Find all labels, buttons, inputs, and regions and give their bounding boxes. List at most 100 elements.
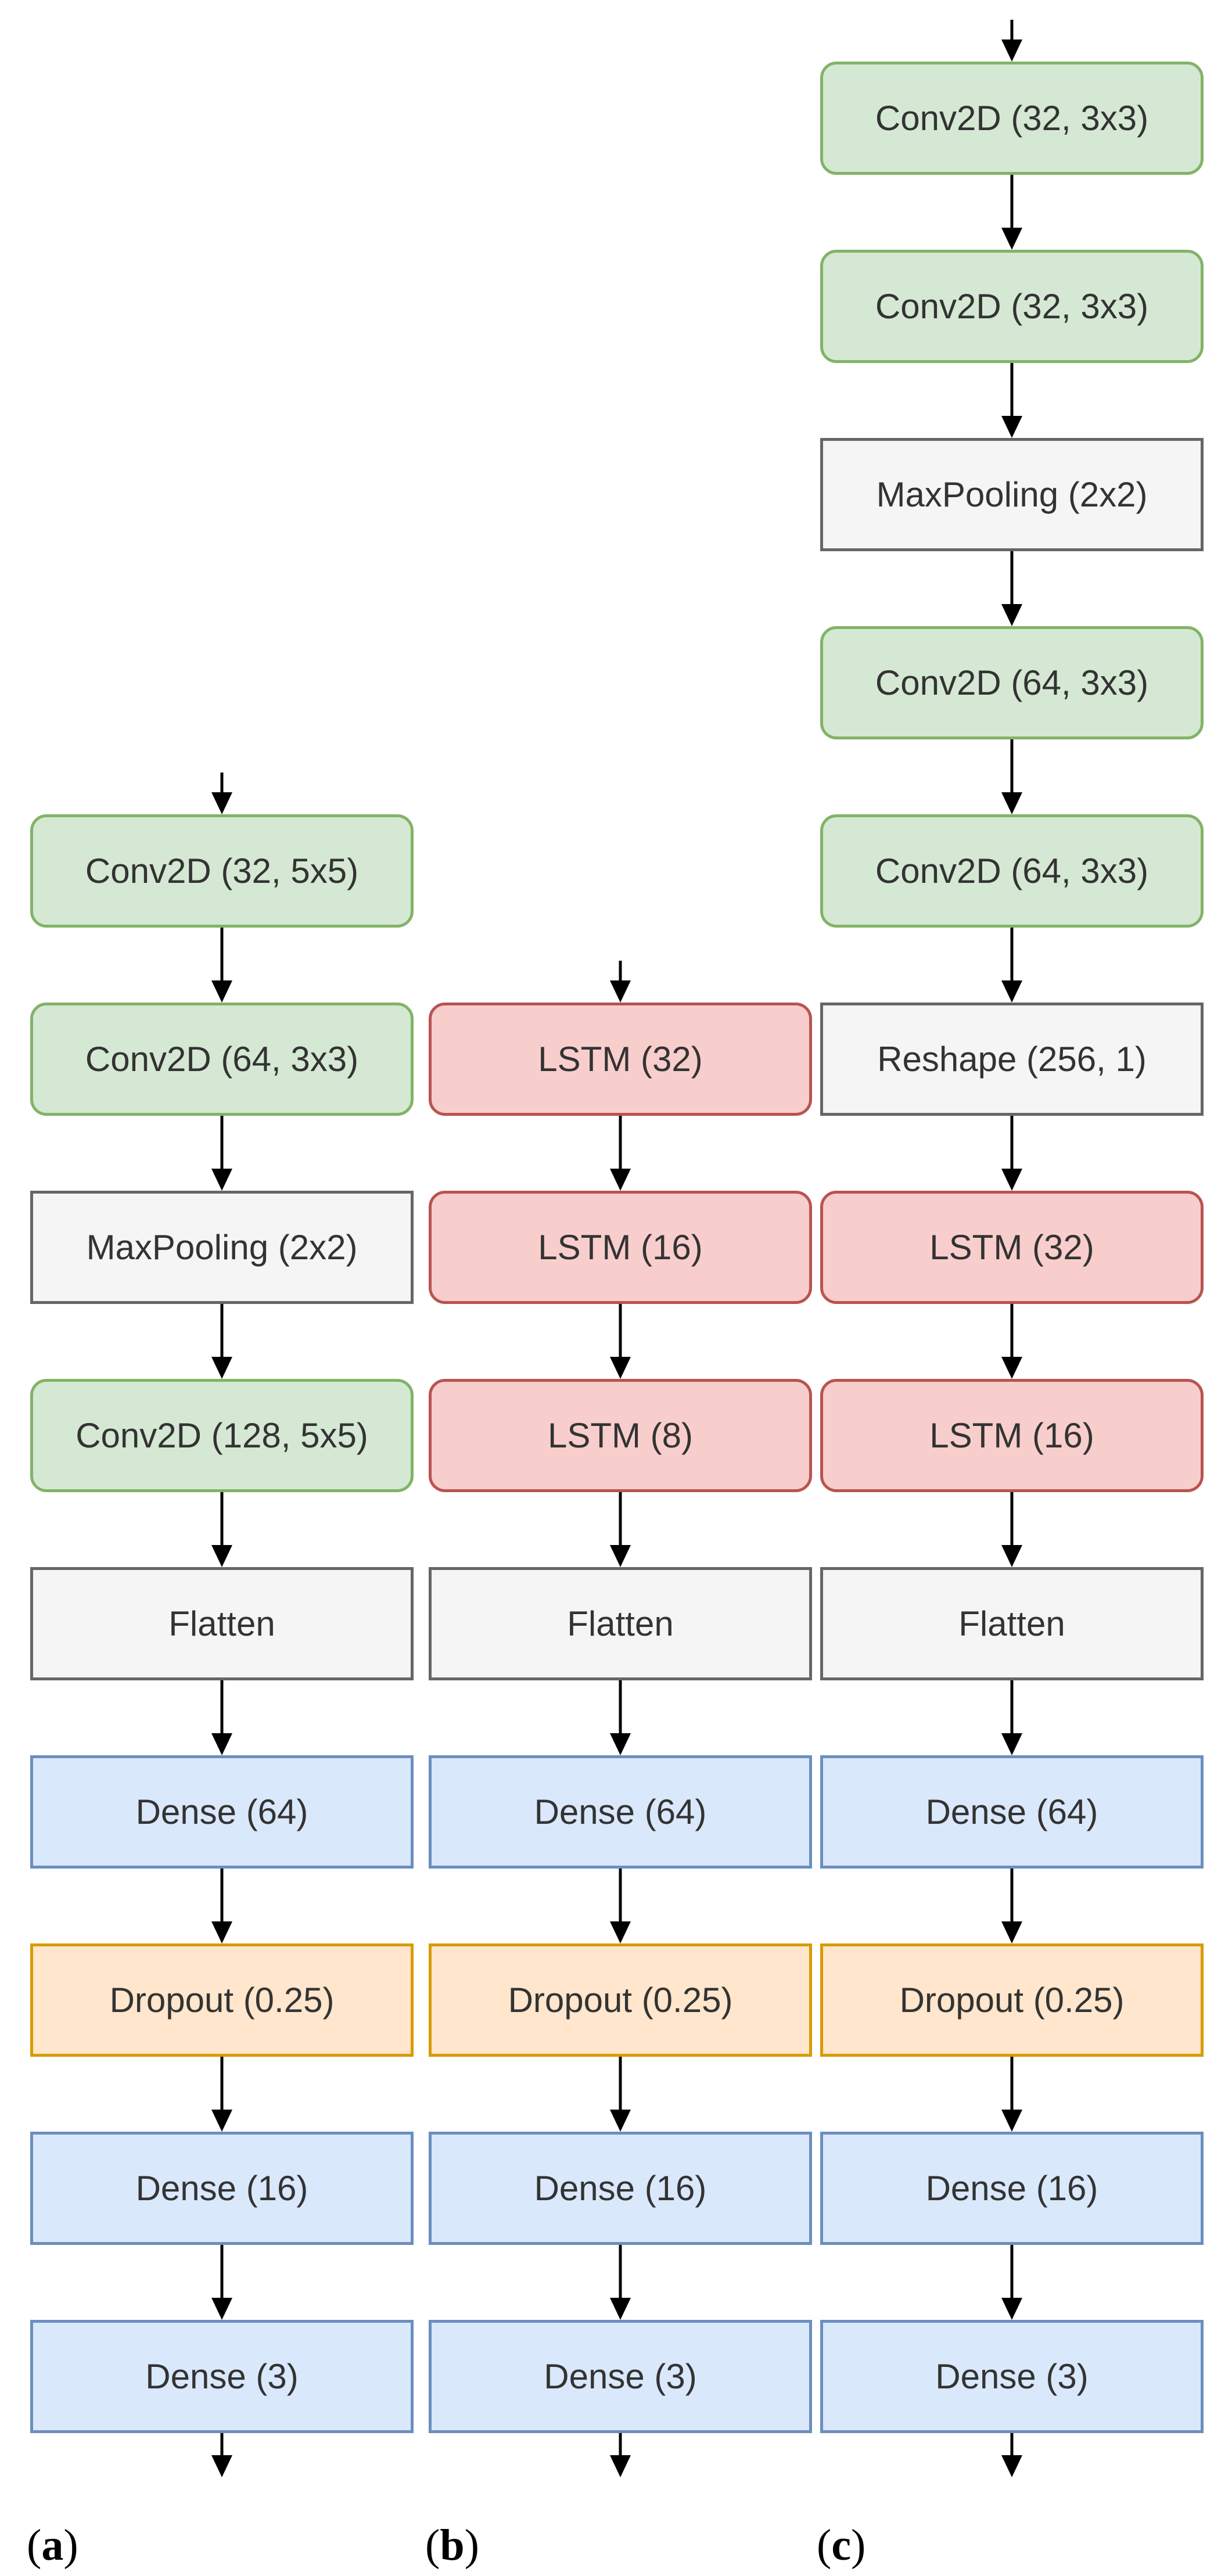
arrow-head bbox=[610, 1733, 631, 1755]
arrow-stem bbox=[1010, 20, 1014, 44]
layer-dropout-box: Dropout (0.25) bbox=[30, 1943, 414, 2057]
output-flow-arrow-icon bbox=[1001, 2433, 1022, 2477]
connector-flow-arrow-icon bbox=[1001, 928, 1022, 1003]
layer-dropout-box: Dropout (0.25) bbox=[429, 1943, 812, 2057]
connector-flow-arrow-icon bbox=[211, 928, 232, 1003]
arrow-head bbox=[1001, 228, 1022, 250]
connector-flow-arrow-icon bbox=[211, 1304, 232, 1379]
arrow-stem bbox=[1010, 1869, 1014, 1926]
arrow-stem bbox=[220, 1680, 224, 1738]
layer-dense-box: Dense (64) bbox=[820, 1755, 1204, 1869]
arrow-head bbox=[211, 2455, 232, 2477]
arrow-stem bbox=[619, 1680, 622, 1738]
arrow-head bbox=[1001, 1357, 1022, 1379]
arrow-stem bbox=[220, 2245, 224, 2302]
connector-flow-arrow-icon bbox=[1001, 739, 1022, 814]
layer-pooling-box: MaxPooling (2x2) bbox=[30, 1191, 414, 1304]
connector-flow-arrow-icon bbox=[211, 1492, 232, 1567]
arrow-head bbox=[610, 1921, 631, 1943]
arrow-stem bbox=[220, 1304, 224, 1361]
arrow-stem bbox=[1010, 175, 1014, 232]
arrow-head bbox=[1001, 604, 1022, 626]
layer-dense-box: Dense (3) bbox=[820, 2320, 1204, 2433]
layer-lstm-box: LSTM (16) bbox=[820, 1379, 1204, 1492]
arrow-stem bbox=[1010, 2057, 1014, 2114]
connector-flow-arrow-icon bbox=[211, 1116, 232, 1191]
arrow-stem bbox=[1010, 1116, 1014, 1173]
arrow-stem bbox=[220, 928, 224, 985]
layer-reshape-box: Reshape (256, 1) bbox=[820, 1003, 1204, 1116]
layer-conv-box: Conv2D (128, 5x5) bbox=[30, 1379, 414, 1492]
connector-flow-arrow-icon bbox=[610, 1116, 631, 1191]
arrow-head bbox=[1001, 2110, 1022, 2132]
layer-dense-box: Dense (3) bbox=[429, 2320, 812, 2433]
arrow-stem bbox=[619, 1304, 622, 1361]
caption-letter: b bbox=[440, 2521, 465, 2570]
layer-conv-box: Conv2D (64, 3x3) bbox=[820, 626, 1204, 739]
arrow-stem bbox=[619, 2245, 622, 2302]
arrow-stem bbox=[1010, 928, 1014, 985]
caption-close-paren: ) bbox=[63, 2521, 78, 2570]
layer-dropout-box: Dropout (0.25) bbox=[820, 1943, 1204, 2057]
arrow-stem bbox=[220, 1116, 224, 1173]
layer-conv-box: Conv2D (32, 3x3) bbox=[820, 250, 1204, 363]
arrow-stem bbox=[1010, 551, 1014, 609]
arrow-head bbox=[1001, 1921, 1022, 1943]
layer-lstm-box: LSTM (16) bbox=[429, 1191, 812, 1304]
arrow-stem bbox=[619, 1869, 622, 1926]
arrow-stem bbox=[220, 1492, 224, 1550]
arrow-head bbox=[610, 980, 631, 1003]
connector-flow-arrow-icon bbox=[1001, 2057, 1022, 2132]
connector-flow-arrow-icon bbox=[211, 1680, 232, 1755]
arrow-stem bbox=[619, 1492, 622, 1550]
arrow-stem bbox=[619, 961, 622, 985]
arrow-head bbox=[211, 980, 232, 1003]
connector-flow-arrow-icon bbox=[610, 1680, 631, 1755]
arrow-stem bbox=[220, 1869, 224, 1926]
input-flow-arrow-icon bbox=[610, 961, 631, 1003]
arrow-head bbox=[211, 1169, 232, 1191]
layer-dense-box: Dense (3) bbox=[30, 2320, 414, 2433]
connector-flow-arrow-icon bbox=[610, 1869, 631, 1943]
caption-open-paren: ( bbox=[817, 2521, 832, 2570]
connector-flow-arrow-icon bbox=[1001, 363, 1022, 438]
arrow-stem bbox=[1010, 2245, 1014, 2302]
connector-flow-arrow-icon bbox=[610, 1492, 631, 1567]
layer-pooling-box: MaxPooling (2x2) bbox=[820, 438, 1204, 551]
connector-flow-arrow-icon bbox=[1001, 175, 1022, 250]
arrow-head bbox=[211, 1357, 232, 1379]
connector-flow-arrow-icon bbox=[211, 1869, 232, 1943]
input-flow-arrow-icon bbox=[211, 773, 232, 814]
output-flow-arrow-icon bbox=[211, 2433, 232, 2477]
arrow-head bbox=[1001, 1545, 1022, 1567]
connector-flow-arrow-icon bbox=[610, 2057, 631, 2132]
caption-open-paren: ( bbox=[425, 2521, 440, 2570]
caption-close-paren: ) bbox=[464, 2521, 479, 2570]
arrow-head bbox=[1001, 2298, 1022, 2320]
arrow-stem bbox=[1010, 363, 1014, 421]
layer-lstm-box: LSTM (8) bbox=[429, 1379, 812, 1492]
arrow-head bbox=[211, 2298, 232, 2320]
arrow-head bbox=[1001, 39, 1022, 62]
arrow-head bbox=[211, 1545, 232, 1567]
layer-flatten-box: Flatten bbox=[820, 1567, 1204, 1680]
connector-flow-arrow-icon bbox=[1001, 1492, 1022, 1567]
subfigure-caption-c: (c) bbox=[817, 2523, 865, 2567]
output-flow-arrow-icon bbox=[610, 2433, 631, 2477]
arrow-head bbox=[610, 2455, 631, 2477]
connector-flow-arrow-icon bbox=[610, 2245, 631, 2320]
arrow-head bbox=[1001, 416, 1022, 438]
layer-lstm-box: LSTM (32) bbox=[820, 1191, 1204, 1304]
layer-conv-box: Conv2D (32, 3x3) bbox=[820, 62, 1204, 175]
arrow-stem bbox=[220, 2433, 224, 2460]
connector-flow-arrow-icon bbox=[211, 2057, 232, 2132]
arrow-head bbox=[1001, 2455, 1022, 2477]
layer-dense-box: Dense (16) bbox=[30, 2132, 414, 2245]
arrow-head bbox=[610, 1545, 631, 1567]
arrow-head bbox=[1001, 980, 1022, 1003]
arrow-head bbox=[610, 2110, 631, 2132]
arrow-head bbox=[610, 2298, 631, 2320]
arrow-head bbox=[211, 2110, 232, 2132]
arrow-head bbox=[610, 1357, 631, 1379]
input-flow-arrow-icon bbox=[1001, 20, 1022, 62]
